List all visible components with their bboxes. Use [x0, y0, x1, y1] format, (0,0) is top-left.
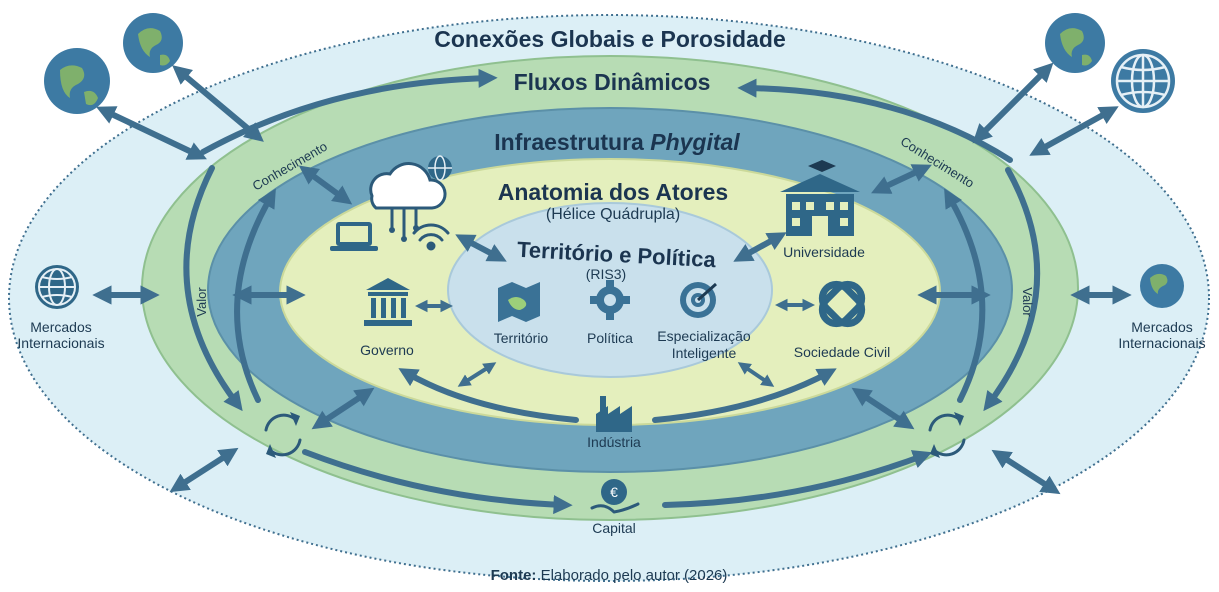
target-icon [680, 282, 717, 318]
market-right-line2: Internacionais [1118, 335, 1205, 351]
factory-icon [596, 396, 632, 432]
arrow-cycle-right-soc [851, 387, 915, 430]
actors-ring-subtitle: (Hélice Quádrupla) [546, 206, 680, 223]
arrow-flow-top-right [737, 78, 1013, 163]
university-icon [780, 160, 860, 236]
globe-grid-icon-top-right [1111, 49, 1175, 113]
arrow-globe-tr2 [1029, 106, 1119, 156]
outer-ring-title: Conexões Globais e Porosidade [434, 26, 786, 52]
globe-icon-top-left-2 [123, 13, 183, 73]
globe-grid-icon-left [35, 265, 79, 309]
arrow-capital-right [662, 450, 933, 508]
arrow-ind-core-left [457, 362, 497, 387]
market-left-line1: Mercados [30, 319, 91, 335]
arrow-cloud [298, 165, 353, 205]
core-ring-subtitle: (RIS3) [586, 266, 626, 282]
label-territorio: Território [494, 330, 549, 346]
arrow-flow-top-left [200, 68, 498, 155]
actors-ring-title: Anatomia dos Atores [498, 179, 728, 205]
arrow-cycle-left-gov [311, 387, 375, 430]
capital-icon: € [590, 479, 640, 514]
map-icon [498, 282, 540, 322]
label-universidade: Universidade [783, 244, 865, 260]
arrow-globe-tr [972, 62, 1054, 144]
arrow-infra-core [455, 234, 507, 262]
source-label: Fonte: [491, 567, 537, 584]
flow-arrows [183, 68, 1041, 515]
globe-small-icon [428, 155, 452, 181]
arrow-globe-tl [96, 106, 207, 160]
arrow-ind-soc [652, 368, 837, 423]
cycle-icon-left [264, 412, 302, 458]
civil-society-knot-icon [818, 280, 866, 328]
label-governo: Governo [360, 342, 414, 358]
globe-icon-top-right-1 [1045, 13, 1105, 73]
label-sociedade-civil: Sociedade Civil [794, 344, 891, 360]
label-politica: Política [587, 330, 633, 346]
label-industria: Indústria [587, 434, 641, 450]
arrow-bottom-right [991, 449, 1061, 495]
arrow-globe-tl2 [172, 65, 264, 142]
arrow-ind-gov [398, 368, 579, 423]
label-especializacao-line1: Especialização [657, 328, 751, 344]
infra-ring-title: Infraestrutura Phygital [494, 129, 740, 155]
label-valor-left: Valor [194, 287, 209, 317]
arrow-valor-left-outer [183, 165, 243, 412]
arrow-capital-left [302, 449, 573, 515]
arrow-bottom-left [169, 447, 239, 493]
label-valor-right: Valor [1020, 287, 1035, 317]
arrow-valor-right-outer [983, 167, 1041, 412]
government-icon [364, 278, 412, 326]
laptop-icon [330, 222, 378, 251]
gear-icon [590, 280, 630, 320]
globe-icon-top-left-1 [44, 48, 110, 114]
arrow-univ [871, 164, 932, 194]
wifi-icon [412, 223, 450, 251]
label-capital: Capital [592, 520, 636, 536]
svg-text:€: € [610, 484, 618, 500]
source-caption: Fonte: Elaborado pelo autor (2026) [491, 567, 728, 584]
cloud-network-icon [369, 162, 447, 242]
market-right-line1: Mercados [1131, 319, 1192, 335]
global-arrows [92, 62, 1132, 495]
flows-ring-title: Fluxos Dinâmicos [514, 69, 711, 95]
arrow-ind-core-right [737, 362, 775, 387]
market-left-line2: Internacionais [17, 335, 104, 351]
arrow-univ-core [733, 232, 787, 262]
infra-title-prefix: Infraestrutura [494, 129, 650, 155]
label-especializacao-line2: Inteligente [672, 345, 737, 361]
source-text: Elaborado pelo autor (2026) [536, 567, 727, 584]
infra-title-italic: Phygital [650, 129, 740, 155]
globe-icon-right [1140, 264, 1184, 308]
cycle-icon-right [928, 412, 966, 458]
